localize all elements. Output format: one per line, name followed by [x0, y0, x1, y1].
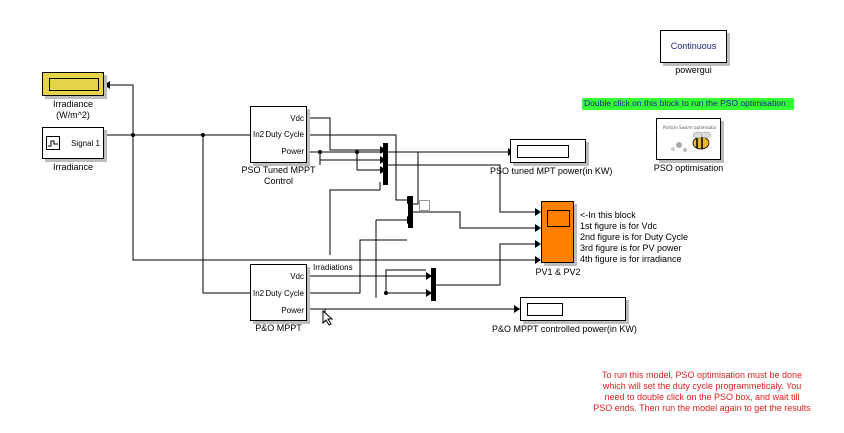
svg-text:Particle Swarm optimisation: Particle Swarm optimisation: [663, 125, 716, 130]
signal-builder-port-label: Signal 1: [71, 139, 100, 148]
run-note-line: PSO ends. Then run the model again to ge…: [593, 403, 811, 413]
run-note-line: need to double click on the PSO box, and…: [604, 392, 800, 402]
signal-builder-block[interactable]: Signal 1: [42, 127, 104, 159]
mux-po[interactable]: [431, 268, 436, 301]
pso-optimisation-block[interactable]: Particle Swarm optimisation: [656, 118, 721, 160]
mux-pso[interactable]: [383, 143, 388, 185]
pso-power-display-window: [517, 145, 569, 158]
pso-mppt-port-vdc: Vdc: [290, 114, 304, 123]
pso-banner[interactable]: Double click on this block to run the PS…: [582, 98, 794, 110]
pso-mppt-port-duty: Duty Cycle: [265, 130, 304, 139]
irradiance-display-caption-line2: (W/m^2): [56, 110, 90, 120]
pso-banner-text: Double click on this block to run the PS…: [584, 98, 786, 108]
powergui-block[interactable]: Continuous: [660, 30, 727, 63]
pso-power-display-caption: PSO tuned MPT power(in KW): [490, 166, 613, 176]
pso-optimisation-caption: PSO optimisation: [653, 163, 724, 173]
scope-note-line: 2nd figure is for Duty Cycle: [580, 232, 689, 242]
po-mppt-port-vdc: Vdc: [290, 272, 304, 281]
irradiations-signal-label: Irradiations: [313, 263, 353, 272]
scope-caption: PV1 & PV2: [535, 267, 581, 277]
run-instructions-note: To run this model, PSO optimisation must…: [560, 370, 844, 414]
run-note-line: which will set the duty cycle programmet…: [602, 381, 802, 391]
scope-note-line: 1st figure is for Vdc: [580, 221, 658, 231]
po-mppt-caption: P&O MPPT: [255, 323, 302, 333]
po-mppt-port-duty: Duty Cycle: [265, 289, 304, 298]
scope-block[interactable]: [541, 201, 574, 263]
po-mppt-port-in: In2: [253, 289, 265, 298]
po-mppt-port-power: Power: [281, 306, 304, 315]
pso-mppt-port-in: In2: [253, 130, 265, 139]
po-power-display-caption: P&O MPPT controlled power(in KW): [492, 324, 637, 334]
po-power-display-block[interactable]: [520, 297, 626, 321]
pso-mppt-block[interactable]: In2 Vdc Duty Cycle Power: [250, 106, 307, 163]
pso-mppt-caption-line1: PSO Tuned MPPT: [241, 165, 316, 175]
irradiance-display-block[interactable]: [42, 72, 104, 96]
bee-icon: Particle Swarm optimisation: [661, 123, 719, 155]
irradiance-display-window: [49, 78, 99, 91]
mouse-cursor-icon: [322, 309, 334, 328]
pso-power-display-block[interactable]: [510, 139, 586, 163]
mux-small-icon: [419, 200, 430, 211]
scope-note-line: 4th figure is for irradiance: [580, 254, 682, 264]
pso-mppt-port-power: Power: [281, 147, 304, 156]
powergui-caption: powergui: [675, 65, 712, 75]
signal-builder-icon: [46, 136, 60, 150]
po-mppt-block[interactable]: In2 Vdc Duty Cycle Power: [250, 264, 307, 321]
pso-mppt-caption-line2: Control: [263, 176, 293, 186]
scope-note-line: <-In this block: [580, 210, 636, 220]
mux-mid[interactable]: [408, 196, 413, 228]
powergui-mode-label: Continuous: [670, 41, 717, 51]
signal-builder-caption: Irradiance: [52, 162, 94, 172]
run-note-line: To run this model, PSO optimisation must…: [601, 370, 803, 380]
scope-notes: <-In this block 1st figure is for Vdc 2n…: [580, 210, 688, 265]
irradiance-display-caption-line1: Irradiance: [52, 99, 94, 109]
po-power-display-window: [527, 303, 563, 316]
scope-note-line: 3rd figure is for PV power: [580, 243, 682, 253]
scope-screen-icon: [547, 210, 570, 227]
